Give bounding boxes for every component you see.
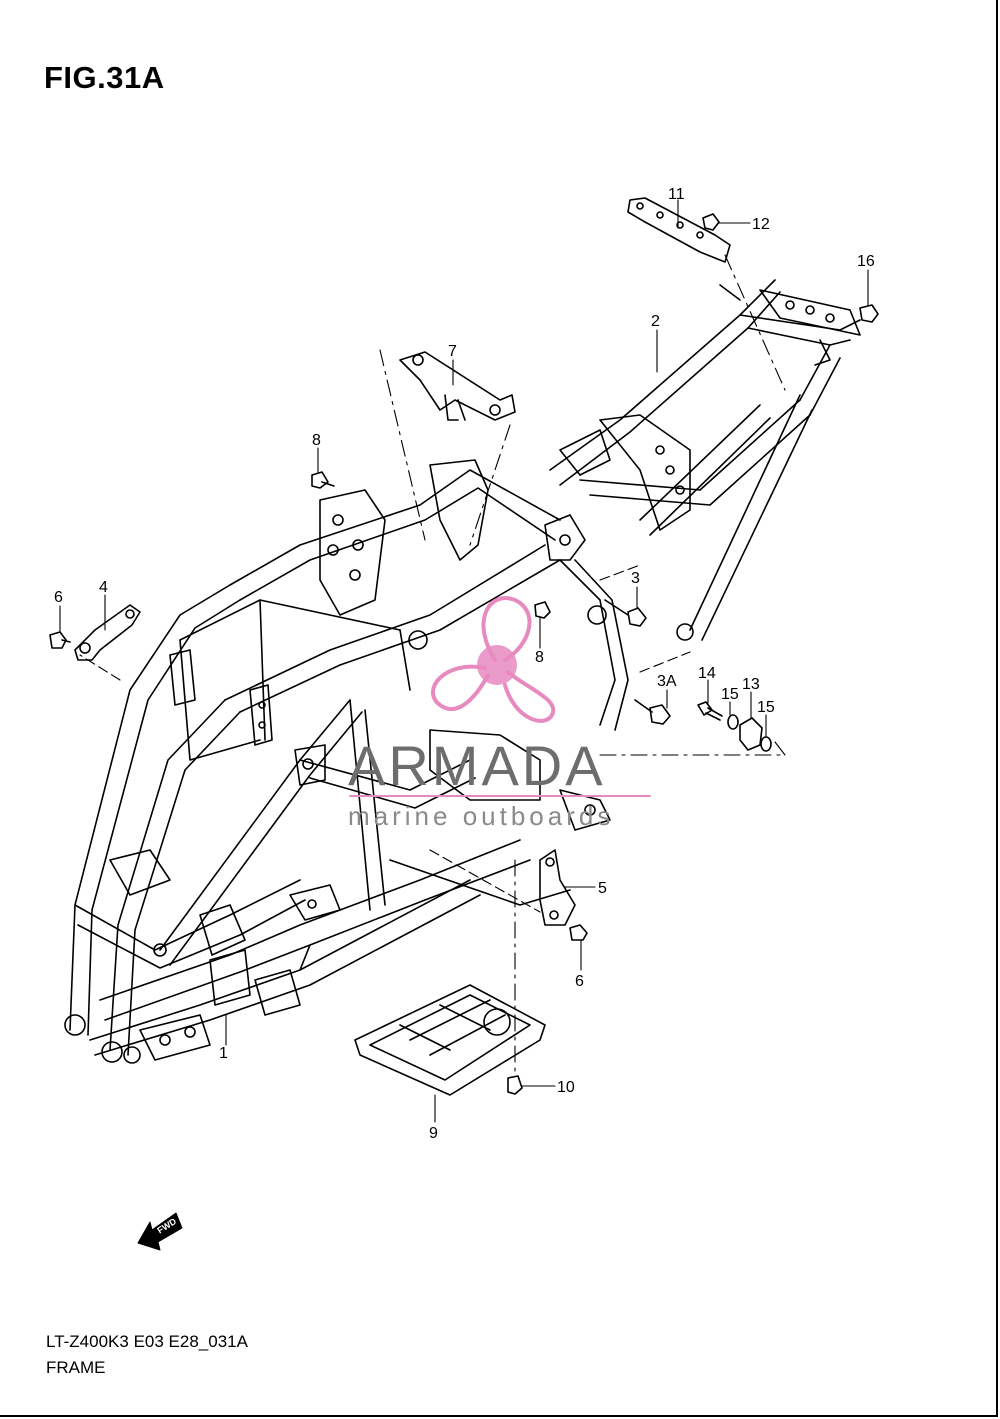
watermark-brand: ARMADA	[348, 734, 606, 797]
propeller-logo-icon	[431, 596, 556, 723]
skid-plate-part	[354, 984, 546, 1096]
callout-14: 14	[698, 665, 716, 682]
callout-6-left: 6	[54, 589, 63, 606]
callout-12: 12	[752, 216, 770, 233]
rear-carrier-bracket-part	[627, 197, 731, 263]
callout-10: 10	[557, 1079, 575, 1096]
callout-15-left: 15	[721, 686, 739, 703]
callout-16: 16	[857, 253, 875, 270]
callout-labels: 1 2 3 3A 4 5 6 6 7 8 8 9 10 11 12 13 14 …	[54, 186, 875, 1142]
callout-9: 9	[429, 1125, 438, 1142]
callout-11: 11	[668, 186, 685, 203]
callout-3a: 3A	[657, 673, 677, 690]
leader-lines	[59, 199, 869, 1123]
callout-2: 2	[651, 313, 660, 330]
front-bracket-left-part	[74, 604, 141, 661]
callout-8-top: 8	[312, 432, 321, 449]
forward-direction-arrow-icon: FWD	[137, 1212, 183, 1251]
callout-7: 7	[448, 343, 457, 360]
watermark: ARMADA marine outboards	[348, 596, 651, 831]
watermark-tagline: marine outboards	[348, 801, 614, 831]
section-name: FRAME	[46, 1358, 106, 1377]
model-code: LT-Z400K3 E03 E28_031A	[46, 1332, 248, 1351]
callout-4: 4	[99, 579, 108, 596]
seat-bracket-part	[399, 351, 516, 421]
callout-1: 1	[219, 1045, 228, 1062]
callout-8-mid: 8	[535, 649, 544, 666]
front-bracket-right-part	[539, 849, 576, 926]
callout-6-right: 6	[575, 973, 584, 990]
callout-15-right: 15	[757, 699, 775, 716]
figure-title: FIG.31A	[44, 60, 165, 95]
callout-5: 5	[598, 880, 607, 897]
main-frame-part	[64, 459, 629, 1064]
callout-3: 3	[631, 570, 640, 587]
callout-13: 13	[742, 676, 760, 693]
fasteners	[49, 213, 879, 1095]
rear-frame-part	[549, 279, 861, 641]
